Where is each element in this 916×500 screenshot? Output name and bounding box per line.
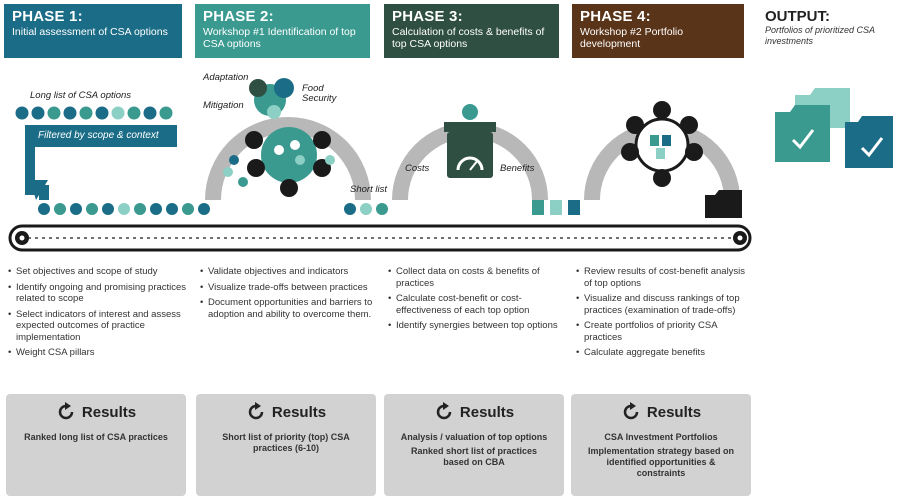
workshop-1-table (245, 127, 331, 197)
mitigation-label: Mitigation (203, 100, 244, 111)
results-label: Results (81, 403, 137, 421)
phase-4-title: PHASE 4: (580, 8, 651, 25)
list-item: Set objectives and scope of study (8, 266, 188, 278)
food-security-label: Food Security (302, 83, 337, 104)
list-item: Visualize and discuss rankings of top pr… (576, 293, 748, 316)
phase-4-results: Results CSA Investment Portfolios Implem… (571, 394, 751, 496)
short-list-label: Short list (350, 184, 387, 195)
output-title: OUTPUT: (765, 8, 830, 25)
phase-3-title: PHASE 3: (392, 8, 463, 25)
phase-1-header: PHASE 1: Initial assessment of CSA optio… (4, 4, 182, 58)
phase-3-tasks: Collect data on costs & benefits of prac… (388, 266, 560, 336)
results-text-secondary: Implementation strategy based on identif… (587, 446, 735, 478)
phase-1-title: PHASE 1: (12, 8, 83, 25)
puzzle-icon (249, 78, 294, 119)
results-text: Ranked long list of CSA practices (24, 432, 168, 442)
phase-2-subtitle: Workshop #1 Identification of top CSA op… (203, 26, 356, 50)
refresh-arrow-icon (623, 402, 639, 420)
adaptation-label: Adaptation (203, 72, 249, 83)
results-text: CSA Investment Portfolios (604, 432, 718, 442)
list-item: Review results of cost-benefit analysis … (576, 266, 748, 289)
list-item: Validate objectives and indicators (200, 266, 376, 278)
list-item: Calculate aggregate benefits (576, 347, 748, 359)
results-text: Short list of priority (top) CSA practic… (222, 432, 350, 453)
phase-2-arc (205, 117, 371, 201)
list-item: Document opportunities and barriers to a… (200, 297, 376, 320)
phase-1-subtitle: Initial assessment of CSA options (12, 26, 168, 38)
phase-2-results: Results Short list of priority (top) CSA… (196, 394, 376, 496)
list-item: Create portfolios of priority CSA practi… (576, 320, 748, 343)
results-label: Results (459, 403, 515, 421)
phase-2-header: PHASE 2: Workshop #1 Identification of t… (195, 4, 370, 58)
phase-2-scattered-dots (223, 155, 335, 187)
filtered-dots (38, 203, 210, 215)
list-item: Weight CSA pillars (8, 347, 188, 359)
output-subtitle: Portfolios of prioritized CSA investment… (765, 25, 875, 46)
document-icons (532, 200, 580, 215)
short-list-dots (344, 203, 388, 215)
workshop-2-table (621, 101, 703, 187)
output-header: OUTPUT: Portfolios of prioritized CSA in… (765, 8, 913, 47)
list-item: Identify synergies between top options (388, 320, 560, 332)
process-illustration (8, 78, 893, 252)
output-folders (775, 88, 893, 168)
results-label: Results (646, 403, 702, 421)
list-item: Identify ongoing and promising practices… (8, 282, 188, 305)
phase-4-subtitle: Workshop #2 Portfolio development (580, 26, 684, 50)
phase-3-subtitle: Calculation of costs & benefits of top C… (392, 26, 545, 50)
folder-icon (705, 190, 742, 218)
costs-label: Costs (405, 163, 430, 174)
phase-4-tasks: Review results of cost-benefit analysis … (576, 266, 748, 363)
refresh-arrow-icon (58, 402, 74, 420)
conveyor-belt (8, 224, 752, 252)
list-item: Visualize trade-offs between practices (200, 282, 376, 294)
balance-scale-icon (444, 104, 496, 178)
refresh-arrow-icon (248, 402, 264, 420)
phase-1-results: Results Ranked long list of CSA practice… (6, 394, 186, 496)
phase-2-title: PHASE 2: (203, 8, 274, 25)
phase-2-tasks: Validate objectives and indicators Visua… (200, 266, 376, 324)
long-list-dots (15, 106, 173, 120)
results-label: Results (271, 403, 327, 421)
phase-4-header: PHASE 4: Workshop #2 Portfolio developme… (572, 4, 744, 58)
phase-1-tasks: Set objectives and scope of study Identi… (8, 266, 188, 363)
list-item: Collect data on costs & benefits of prac… (388, 266, 560, 289)
list-item: Select indicators of interest and assess… (8, 309, 188, 344)
phase-3-header: PHASE 3: Calculation of costs & benefits… (384, 4, 559, 58)
checkmark-icon (860, 137, 884, 158)
checkmark-icon (791, 129, 815, 150)
filter-label: Filtered by scope & context (30, 125, 177, 147)
list-item: Calculate cost-benefit or cost-effective… (388, 293, 560, 316)
benefits-label: Benefits (500, 163, 535, 174)
refresh-arrow-icon (436, 402, 452, 420)
results-text-secondary: Ranked short list of practices based on … (410, 446, 538, 467)
phase-3-results: Results Analysis / valuation of top opti… (384, 394, 564, 496)
results-text: Analysis / valuation of top options (400, 432, 548, 442)
long-list-label: Long list of CSA options (30, 90, 132, 101)
